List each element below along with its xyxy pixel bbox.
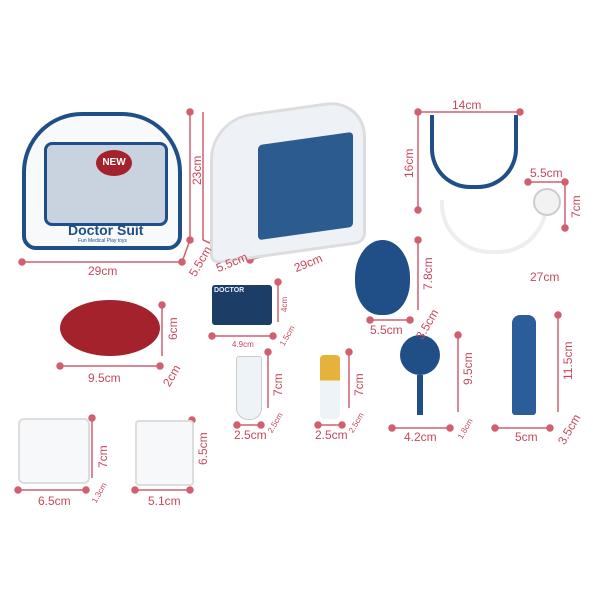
dim-label: 5.5cm (530, 166, 563, 180)
syringe (512, 315, 536, 415)
dim-label: 2.5cm (234, 428, 267, 442)
dim-label: 7cm (352, 373, 366, 396)
medicine-bottle (320, 355, 340, 419)
dim-label: 7cm (569, 195, 583, 218)
reflector-base (395, 375, 445, 425)
clipboard (135, 420, 194, 486)
dim-label: 6cm (166, 317, 180, 340)
head-mirror (355, 240, 410, 315)
dim-label: 27cm (530, 270, 560, 284)
dim-label: 2.5cm (315, 428, 348, 442)
dim-label: 5.1cm (148, 494, 181, 508)
doctor-card: DOCTOR (212, 285, 272, 325)
case-tagline: Fun Medical Play toys (78, 238, 127, 244)
dim-label: 29cm (88, 264, 118, 278)
dim-label: 5cm (515, 430, 538, 444)
case-brand: Doctor Suit (68, 222, 144, 238)
dim-label: 7cm (271, 373, 285, 396)
dim-label: 4.2cm (404, 430, 437, 444)
dim-label: 14cm (452, 98, 482, 112)
dim-label: 6.5cm (38, 494, 71, 508)
dim-label: 11.5cm (561, 341, 575, 380)
test-tube (236, 356, 262, 420)
dim-label: 23cm (190, 155, 204, 185)
dim-label: 4.9cm (232, 340, 254, 349)
stethoscope-head (533, 188, 561, 216)
dim-label: 6.5cm (196, 432, 210, 465)
reflector-stand (400, 335, 440, 375)
dim-label: 7cm (96, 445, 110, 468)
dim-label: 7.8cm (421, 257, 435, 290)
new-badge: NEW (96, 150, 132, 176)
dim-label: 5.5cm (370, 323, 403, 337)
dim-label: 9.5cm (88, 371, 121, 385)
doctor-case-side (210, 97, 366, 265)
kidney-tray (60, 300, 160, 356)
stethoscope (430, 115, 518, 189)
dim-label: 16cm (402, 148, 416, 178)
card-title: DOCTOR (214, 287, 245, 294)
dim-label: 4cm (280, 296, 289, 312)
heart-monitor (18, 418, 90, 484)
dim-label: 9.5cm (461, 352, 475, 385)
doctor-case-front: NEW Doctor Suit Fun Medical Play toys (22, 112, 182, 250)
